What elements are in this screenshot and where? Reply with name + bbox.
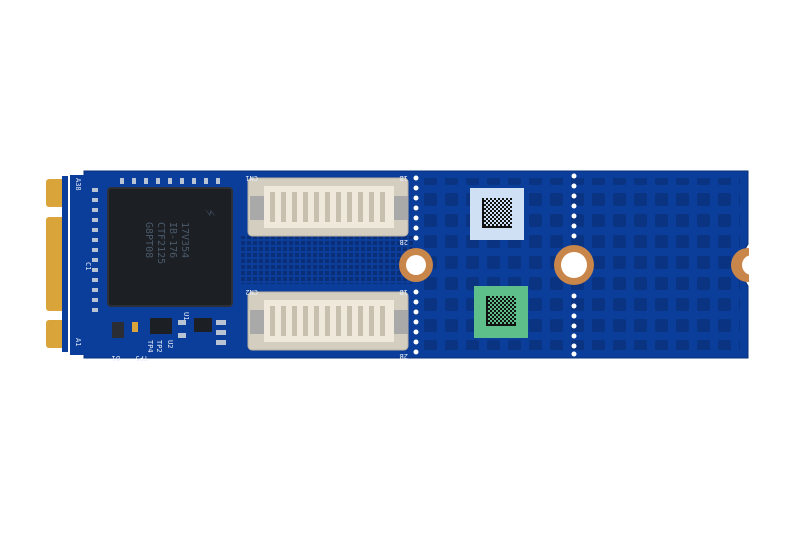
silk-d1: D1	[112, 354, 120, 362]
chip-marking-2: IB-176	[167, 222, 178, 258]
silk-u2: U2	[166, 340, 174, 348]
cable-connector-cn2	[247, 177, 409, 237]
silk-a38: A38	[74, 178, 82, 191]
chip-marking-4: G8PT08	[143, 222, 154, 258]
mounting-hole	[399, 248, 433, 282]
silk-tp5: TP5	[135, 354, 148, 362]
mounting-hole	[554, 245, 594, 285]
silk-u1: U1	[182, 312, 190, 320]
silk-a1: A1	[74, 338, 82, 346]
smd-pads	[92, 178, 226, 345]
silk-tp2: TP2	[155, 340, 163, 353]
silk-tp4: TP4	[146, 340, 154, 353]
smd-components	[112, 318, 212, 338]
mounting-notch	[731, 240, 769, 290]
datamatrix-label-blue	[470, 188, 524, 240]
edge-fingers	[46, 176, 68, 352]
silk-cn2-mid: CN2	[245, 288, 258, 296]
chip-marking-3: CTF2125	[155, 222, 166, 264]
silk-2b-bottom: 2B	[400, 352, 408, 360]
silk-cn1-top: CN1	[245, 174, 258, 182]
datamatrix-label-green	[474, 286, 528, 338]
silk-1b-bottom: 1B	[400, 288, 408, 296]
silk-2b-top: 2B	[400, 238, 408, 246]
cable-connector-cn1	[247, 291, 409, 351]
silk-c1: C1	[84, 262, 92, 270]
chip-marking-1: 17V354	[179, 222, 190, 258]
silk-1b-top: 1B	[400, 174, 408, 182]
controller-chip: ⚡ 17V354 IB-176 CTF2125 G8PT08	[107, 187, 233, 307]
svg-text:⚡: ⚡	[201, 208, 217, 218]
via-row	[413, 173, 577, 357]
